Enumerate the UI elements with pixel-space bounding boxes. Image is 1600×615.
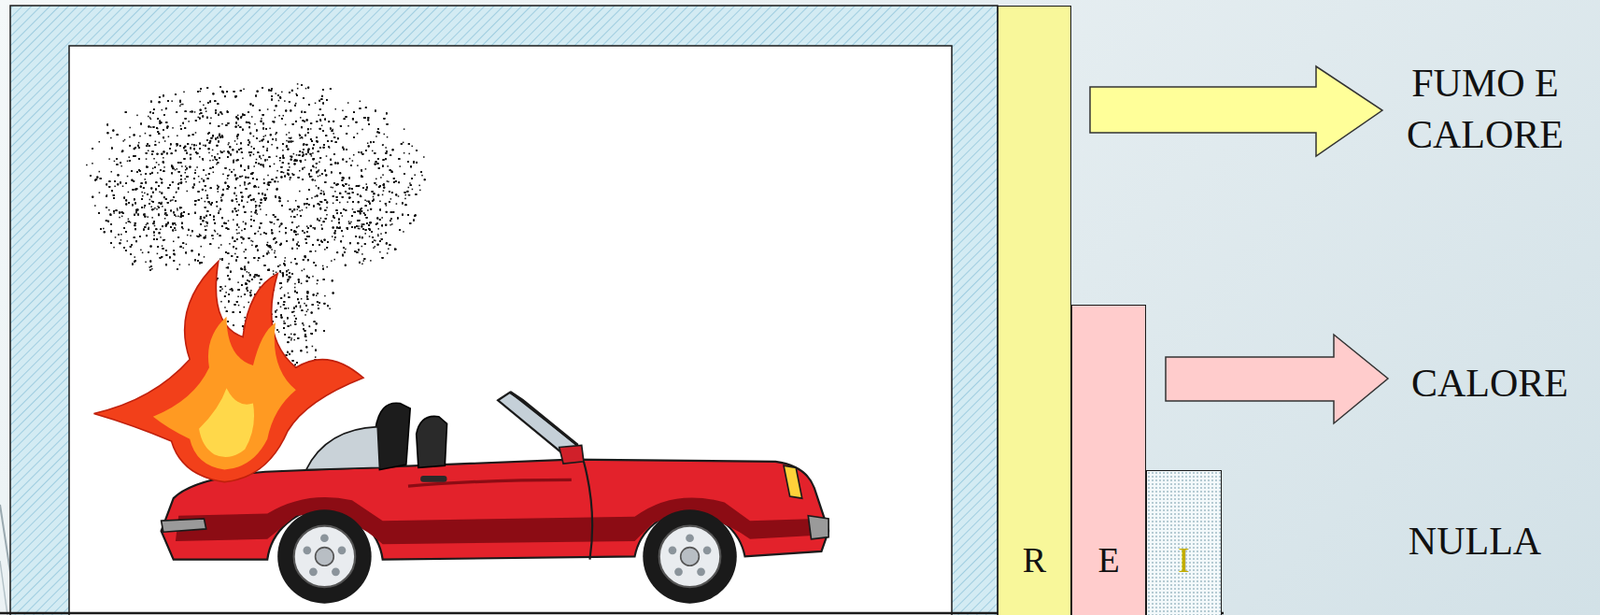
- stage: REIFUMO E CALORECALORENULLA: [0, 0, 1600, 615]
